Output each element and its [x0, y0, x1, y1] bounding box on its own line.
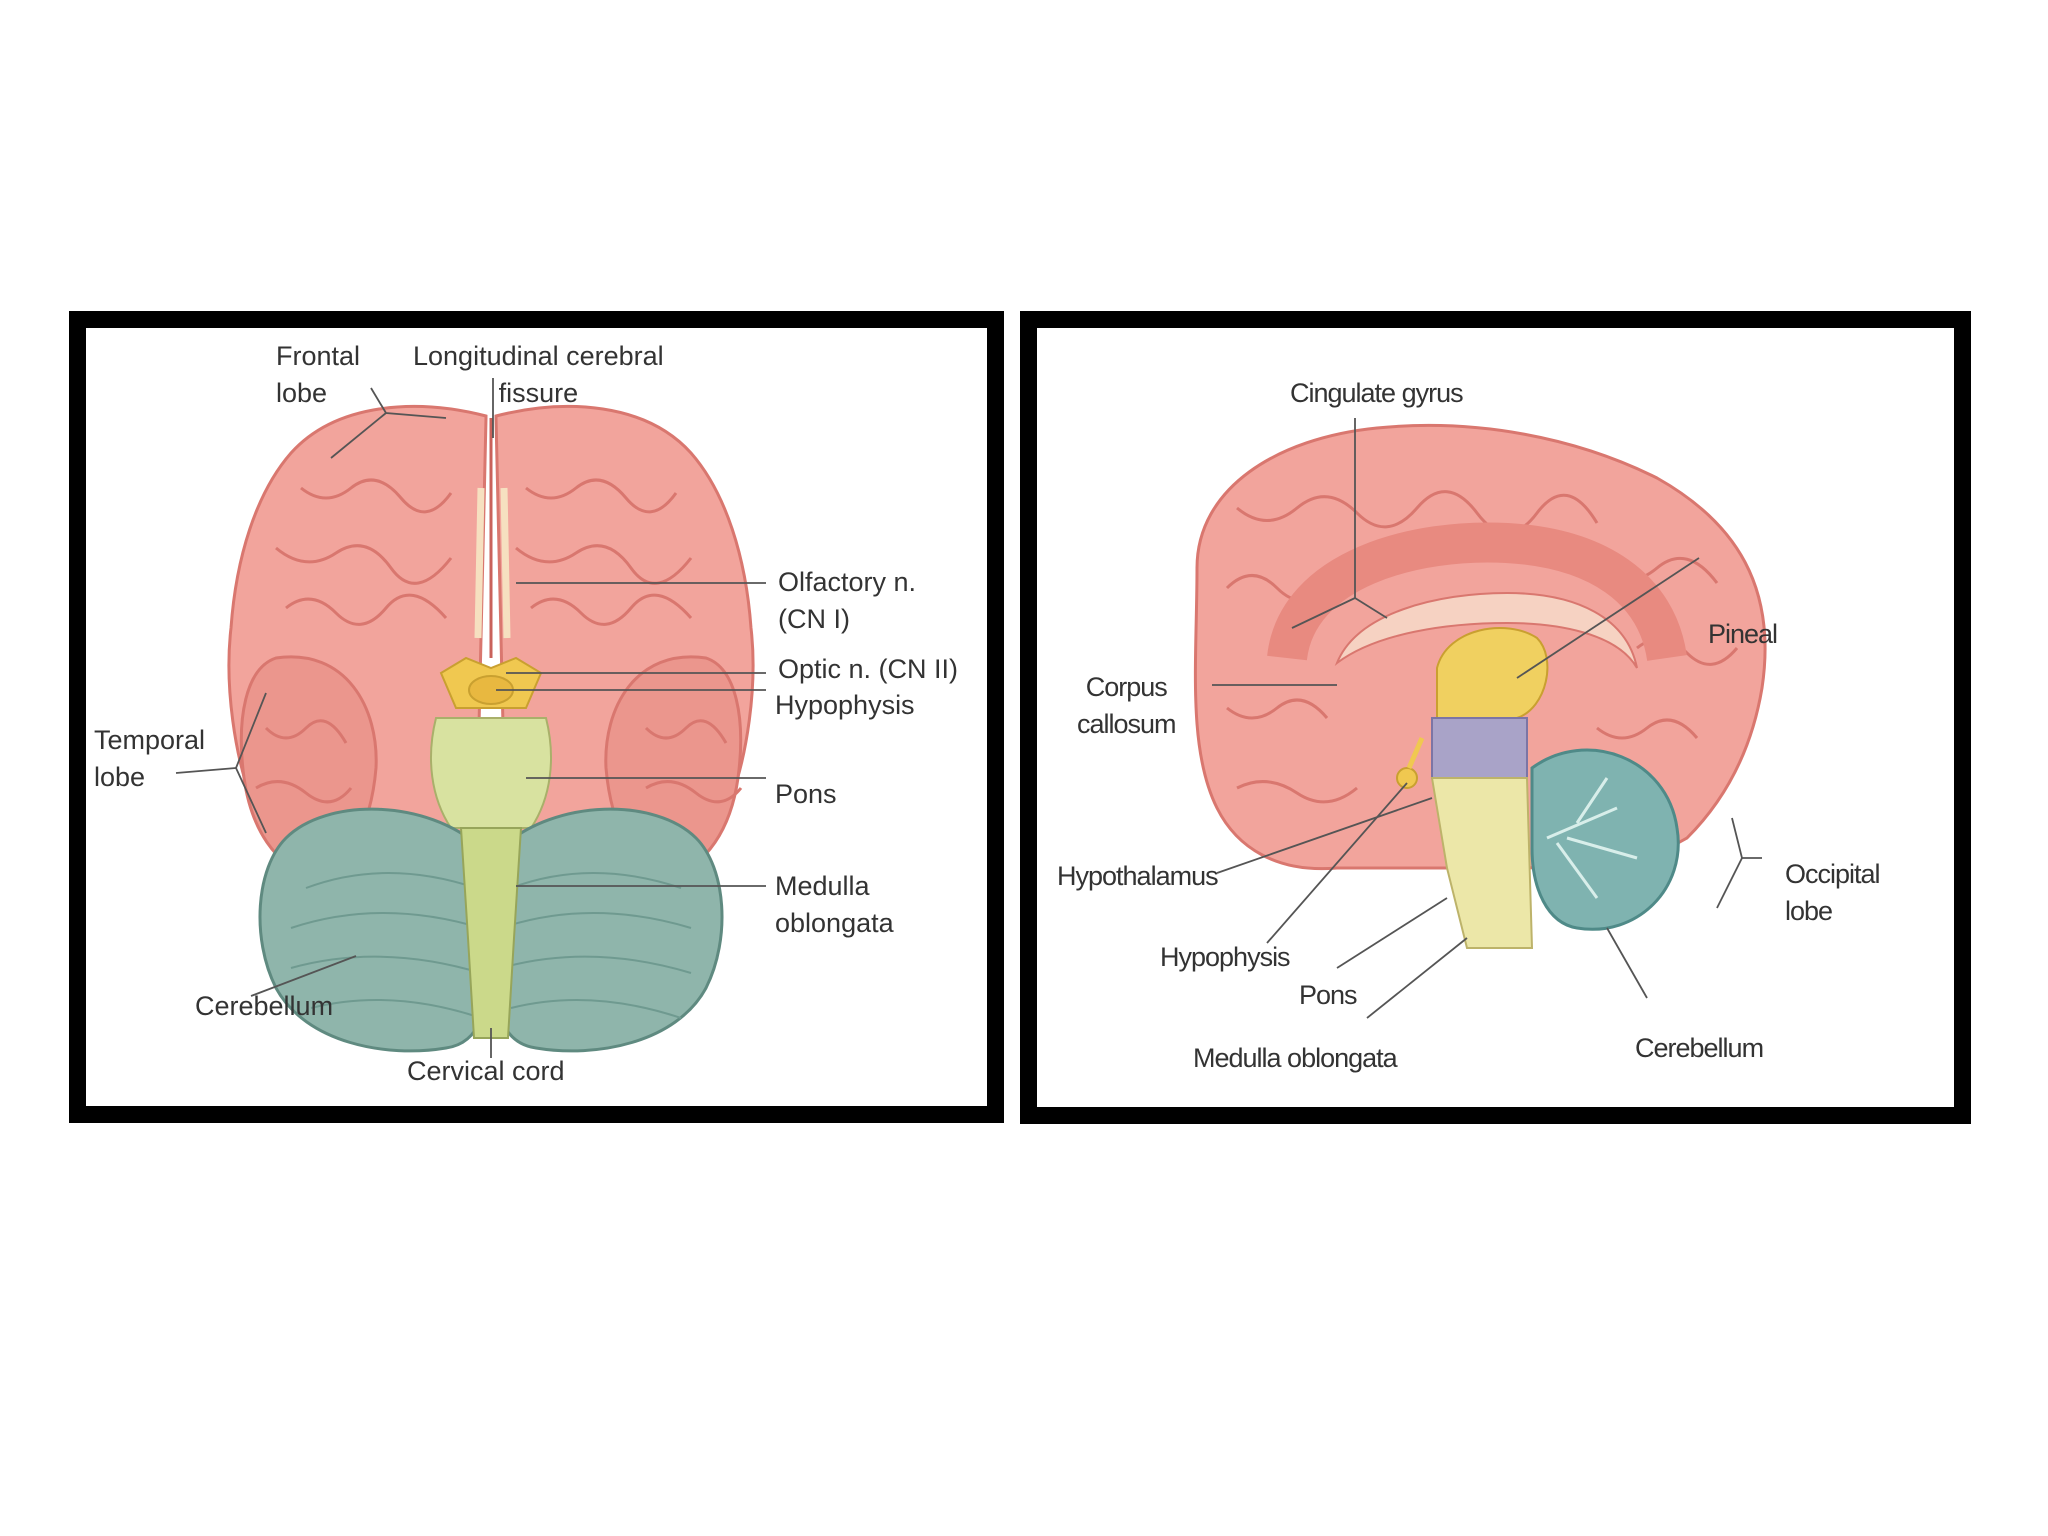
right-cerebellar-hemisphere: [493, 807, 724, 1053]
pons-label: Pons: [1299, 980, 1358, 1010]
corpus-callosum-label: Corpus callosum: [1077, 672, 1177, 739]
medulla-shape: [459, 827, 523, 1039]
cervical-cord-label: Cervical cord: [407, 1056, 565, 1086]
hypophysis-label: Hypophysis: [1160, 942, 1291, 972]
corpus-callosum-shape: [1334, 591, 1638, 669]
occipital-lobe-label: Occipital lobe: [1785, 859, 1881, 926]
thalamus-shape: [1436, 627, 1549, 719]
cerebellum-label: Cerebellum: [1635, 1033, 1764, 1063]
midbrain-shape: [1431, 717, 1528, 779]
optic-nerve-label: Optic n. (CN II): [778, 654, 959, 684]
hypophysis-shape: [1396, 767, 1418, 789]
left-cerebellar-hemisphere: [258, 807, 489, 1053]
pons-shape: [430, 717, 552, 829]
longitudinal-fissure-label: Longitudinal cerebral fissure: [413, 341, 664, 408]
pons-medulla-shape: [1430, 777, 1534, 949]
olfactory-nerve-label: Olfactory n. (CN I): [778, 567, 917, 634]
left-leader-lines: [175, 378, 766, 1058]
pons-label: Pons: [775, 779, 837, 809]
right-leader-lines: [1212, 418, 1762, 1019]
hypothalamus-label: Hypothalamus: [1057, 861, 1219, 891]
cingulate-gyrus-label: Cingulate gyrus: [1290, 378, 1464, 408]
temporal-lobe-label: Temporal lobe: [94, 725, 206, 792]
hypophysis-label: Hypophysis: [775, 690, 915, 720]
pineal-label: Pineal: [1708, 619, 1778, 649]
cerebellum-shape: [1530, 748, 1680, 931]
medulla-oblongata-label: Medulla oblongata: [1193, 1043, 1398, 1073]
medulla-oblongata-label: Medulla oblongata: [775, 871, 894, 938]
midsagittal-brain-view-panel: Cingulate gyrus Pineal Corpus callosum H…: [1020, 311, 1971, 1124]
arbor-vitae: [1546, 777, 1638, 899]
cerebellum-label: Cerebellum: [195, 991, 334, 1021]
inferior-brain-view-panel: Frontal lobe Longitudinal cerebral fissu…: [69, 311, 1004, 1123]
gyri-pattern: [255, 478, 743, 804]
inferior-brain-illustration: [175, 378, 766, 1058]
midsagittal-brain-illustration: [1193, 418, 1767, 1019]
cingulate-gyrus-shape: [1267, 522, 1687, 662]
frontal-lobe-label: Frontal lobe: [276, 341, 361, 408]
cerebellar-folia: [290, 872, 692, 1019]
